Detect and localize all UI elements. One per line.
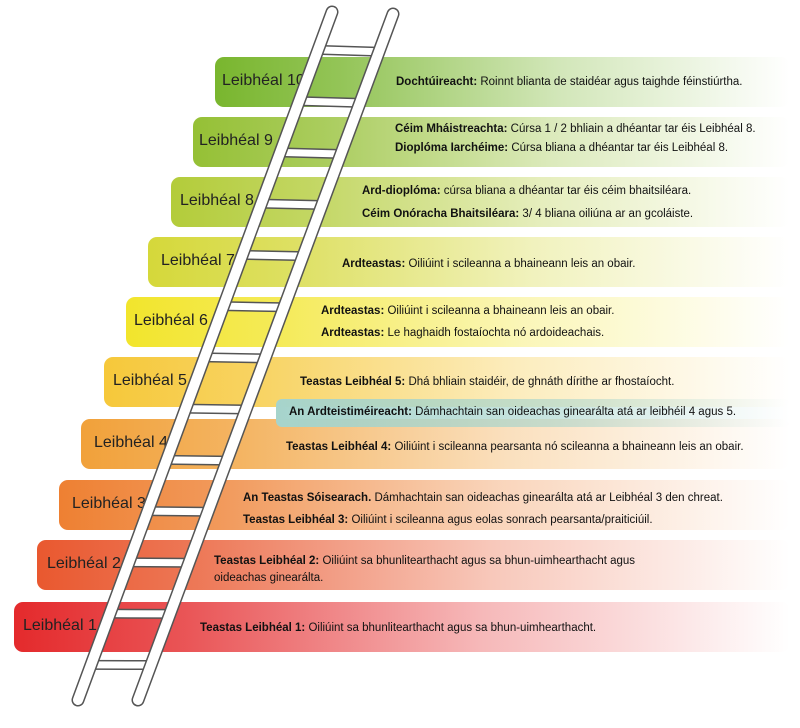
ladder-rung	[299, 97, 361, 107]
description-text: Cúrsa 1 / 2 bhliain a dhéantar tar éis L…	[507, 123, 756, 135]
level-description-line: Céim Mháistreachta: Cúrsa 1 / 2 bhliain …	[395, 122, 756, 136]
description-text: Dámhachtain san oideachas ginearálta atá…	[371, 492, 723, 504]
level-band-3	[59, 480, 790, 530]
description-bold: Ardteastas:	[321, 327, 385, 339]
level-description-line: Dioplóma Iarchéime: Cúrsa bliana a dhéan…	[395, 141, 728, 155]
description-bold: Teastas Leibhéal 3:	[243, 514, 349, 526]
description-text: Oiliúint sa bhunlitearthacht agus sa bhu…	[305, 622, 597, 634]
extra-note-band	[276, 399, 790, 427]
level-label: Leibhéal 8	[180, 192, 254, 209]
level-description-line: Ardteastas: Oiliúint i scileanna a bhain…	[342, 257, 635, 271]
description-bold: Ardteastas:	[321, 305, 385, 317]
level-description-line: Teastas Leibhéal 2: Oiliúint sa bhunlite…	[214, 554, 635, 568]
level-description-line: oideachas ginearálta.	[214, 571, 323, 585]
description-text: cúrsa bliana a dhéantar tar éis céim bha…	[440, 185, 692, 197]
description-text: Oiliúint sa bhunlitearthacht agus sa bhu…	[319, 555, 636, 567]
description-text: Dhá bhliain staidéir, de ghnáth dírithe …	[405, 376, 675, 388]
description-text: Oiliúint i scileanna pearsanta nó scilea…	[391, 441, 744, 453]
level-label: Leibhéal 7	[161, 252, 235, 269]
description-bold: Dioplóma Iarchéime:	[395, 142, 509, 154]
description-bold: Dochtúireacht:	[396, 76, 478, 88]
ladder-rung	[280, 148, 342, 158]
ladder-rung	[317, 46, 380, 56]
level-label: Leibhéal 1	[23, 617, 97, 634]
description-bold: Céim Onóracha Bhaitsiléara:	[362, 208, 520, 220]
description-text: Roinnt blianta de staidéar agus taighde …	[477, 76, 743, 88]
ladder-left-rail	[73, 7, 337, 705]
level-description-line: Ard-dioplóma: cúrsa bliana a dhéantar ta…	[362, 184, 691, 198]
description-bold: Teastas Leibhéal 5:	[300, 376, 406, 388]
description-text: Oiliúint i scileanna a bhaineann leis an…	[405, 258, 636, 270]
level-description-line: Dochtúireacht: Roinnt blianta de staidéa…	[396, 75, 742, 89]
level-description-line: Teastas Leibhéal 4: Oiliúint i scileanna…	[286, 440, 744, 454]
level-label: Leibhéal 9	[199, 132, 273, 149]
description-text: 3/ 4 bliana oiliúna ar an gcoláiste.	[519, 208, 694, 220]
description-text: Oiliúint i scileanna a bhaineann leis an…	[384, 305, 615, 317]
description-text: Cúrsa bliana a dhéantar tar éis Leibhéal…	[508, 142, 729, 154]
description-bold: Céim Mháistreachta:	[395, 123, 508, 135]
level-band-7	[148, 237, 790, 287]
level-label: Leibhéal 5	[113, 372, 187, 389]
ladder-rung	[204, 353, 266, 362]
description-bold: Ard-dioplóma:	[362, 185, 441, 197]
description-bold: An Teastas Sóisearach.	[243, 492, 372, 504]
extra-note-bold: An Ardteistiméireacht:	[289, 406, 412, 418]
description-text: Le haghaidh fostaíochta nó ardoideachais…	[384, 327, 605, 339]
description-bold: Teastas Leibhéal 1:	[200, 622, 306, 634]
description-bold: Teastas Leibhéal 2:	[214, 555, 320, 567]
ladder-rung	[166, 456, 228, 465]
level-label: Leibhéal 10	[222, 72, 305, 89]
ladder-right-rail	[133, 9, 398, 705]
level-description-line: Ardteastas: Le haghaidh fostaíochta nó a…	[321, 326, 604, 340]
extra-note-body: Dámhachtain san oideachas ginearálta atá…	[411, 406, 737, 418]
level-label: Leibhéal 3	[72, 495, 146, 512]
level-description-line: Teastas Leibhéal 3: Oiliúint i scileanna…	[243, 513, 653, 527]
level-description-line: Ardteastas: Oiliúint i scileanna a bhain…	[321, 304, 614, 318]
description-bold: Ardteastas:	[342, 258, 406, 270]
description-text: oideachas ginearálta.	[214, 572, 324, 584]
level-band-5	[104, 357, 790, 407]
level-label: Leibhéal 4	[94, 434, 168, 451]
level-description-line: Teastas Leibhéal 1: Oiliúint sa bhunlite…	[200, 621, 596, 635]
ladder-rung	[242, 251, 304, 260]
description-bold: Teastas Leibhéal 4:	[286, 441, 392, 453]
level-description-line: Céim Onóracha Bhaitsiléara: 3/ 4 bliana …	[362, 207, 693, 221]
extra-note-text: An Ardteistiméireacht: Dámhachtain san o…	[289, 405, 736, 419]
ladder-rung	[147, 507, 209, 516]
level-description-line: An Teastas Sóisearach. Dámhachtain san o…	[243, 491, 723, 505]
level-description-line: Teastas Leibhéal 5: Dhá bhliain staidéir…	[300, 375, 674, 389]
ladder-rung	[185, 405, 247, 413]
description-text: Oiliúint i scileanna agus eolas sonrach …	[348, 514, 653, 526]
level-label: Leibhéal 2	[47, 555, 121, 572]
ladder-rung	[261, 200, 323, 209]
ladder-rung	[223, 302, 285, 311]
level-label: Leibhéal 6	[134, 312, 208, 329]
